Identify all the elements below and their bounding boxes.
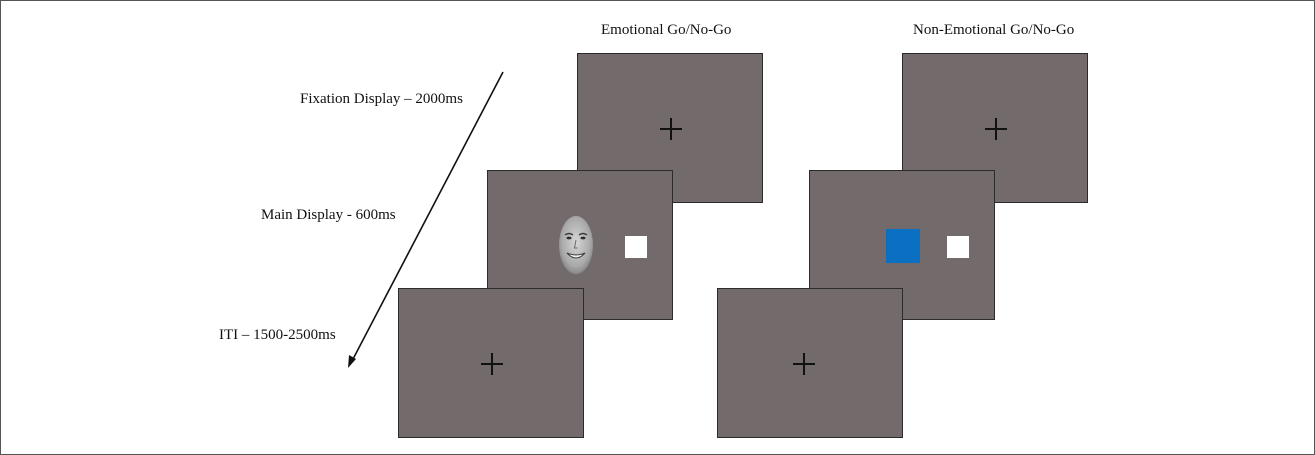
fixation-cross-icon: [793, 353, 815, 375]
condition-title-emotional: Emotional Go/No-Go: [601, 22, 732, 38]
fixation-cross-icon: [985, 118, 1007, 140]
fixation-cross-icon: [660, 118, 682, 140]
white-square-icon: [947, 236, 969, 258]
condition-title-non-emotional: Non-Emotional Go/No-Go: [913, 22, 1075, 38]
fixation-cross-icon: [481, 353, 503, 375]
phase-label-main: Main Display - 600ms: [261, 207, 396, 223]
white-square-icon: [625, 236, 647, 258]
face-stimulus-icon: [559, 216, 593, 274]
phase-label-iti: ITI – 1500-2500ms: [219, 327, 336, 343]
phase-label-fixation: Fixation Display – 2000ms: [300, 91, 463, 107]
emotional-iti-screen: [398, 288, 584, 438]
non-emotional-iti-screen: [717, 288, 903, 438]
blue-square-icon: [886, 229, 920, 263]
